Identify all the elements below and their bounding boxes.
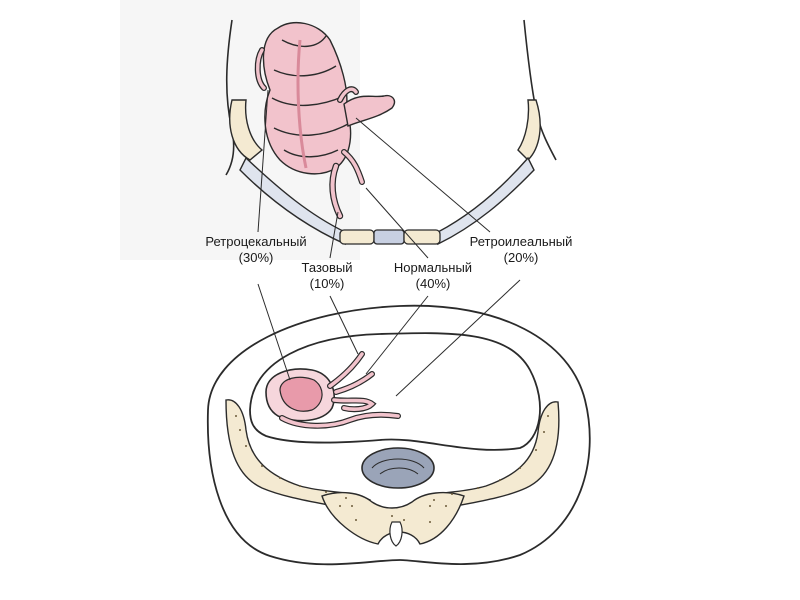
label-pelvic-name: Тазовый	[301, 260, 353, 275]
bone-stippling	[235, 415, 549, 523]
right-iliac-wing	[517, 99, 541, 161]
label-retroileal-name: Ретроилеальный	[469, 234, 573, 249]
spinal-canal	[389, 521, 403, 547]
label-retroileal: Ретроилеальный (20%)	[456, 234, 586, 266]
peritoneal-cavity	[249, 332, 541, 451]
label-normal-name: Нормальный	[393, 260, 473, 275]
leader-normal-bottom	[365, 295, 429, 375]
pubic-symphysis	[373, 229, 405, 245]
leader-normal-top	[365, 187, 429, 259]
left-iliac-wing	[229, 99, 264, 161]
leader-retrocecal-bottom	[257, 283, 291, 381]
leader-lines	[257, 89, 521, 397]
leader-retroileal-bottom	[395, 279, 521, 397]
label-retrocecal-name: Ретроцекальный	[205, 234, 307, 249]
label-retrocecal-percent: (30%)	[238, 250, 274, 265]
label-retroileal-percent: (20%)	[503, 250, 539, 265]
leader-retrocecal-top	[257, 89, 269, 233]
leader-pelvic-top	[329, 211, 339, 259]
ascending-colon	[254, 21, 352, 175]
appendices-cross-section	[279, 351, 401, 429]
pubic-bone-left	[339, 229, 375, 245]
label-pelvic-percent: (10%)	[309, 276, 345, 291]
cross-section-view	[206, 304, 591, 566]
label-retrocecal: Ретроцекальный (30%)	[196, 234, 316, 266]
label-normal-percent: (40%)	[415, 276, 451, 291]
label-normal: Нормальный (40%)	[378, 260, 488, 292]
leader-retroileal-top	[355, 117, 491, 233]
terminal-ileum	[343, 94, 396, 127]
label-pelvic: Тазовый (10%)	[282, 260, 372, 292]
pelvic-ligament-right	[437, 156, 535, 246]
leader-pelvic-bottom	[329, 295, 359, 355]
sacrum-section	[321, 491, 465, 545]
